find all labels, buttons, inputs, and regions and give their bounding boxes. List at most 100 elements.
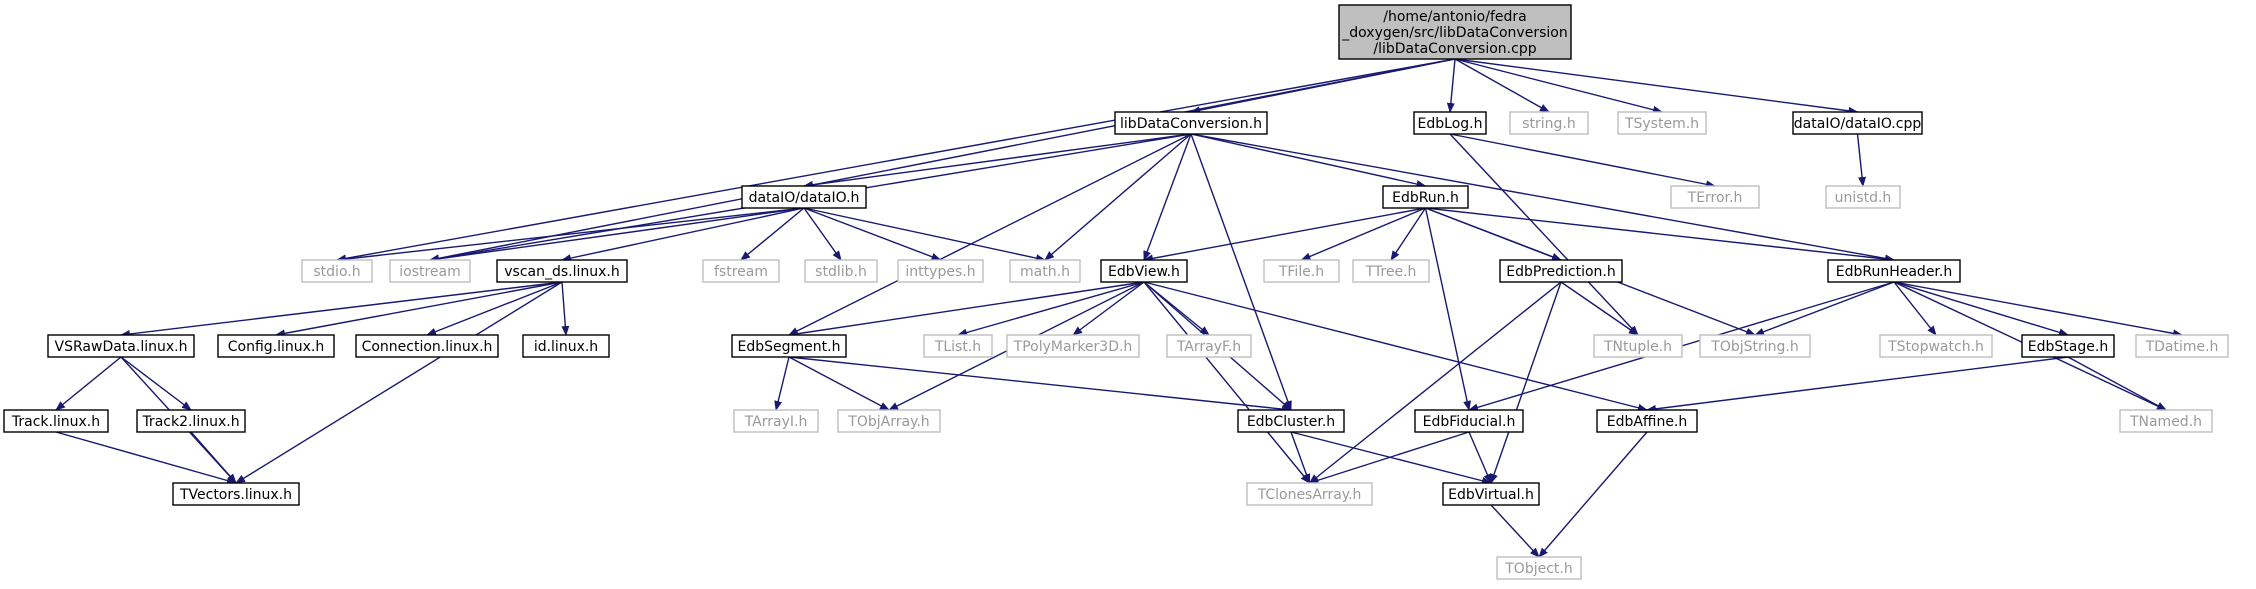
- edge-dataIO_h-to-math_h: [803, 207, 1046, 263]
- node-EdbPrediction_h[interactable]: EdbPrediction.h: [1499, 259, 1623, 283]
- node-box: [1509, 111, 1589, 135]
- edge-root-to-string_h: [1454, 58, 1550, 113]
- edge-EdbView_h-to-EdbSegment_h: [788, 281, 1145, 338]
- node-box: [522, 334, 610, 358]
- edge-vscan_ds-to-Config_h: [275, 281, 563, 338]
- node-box: [2119, 409, 2213, 433]
- node-label: Track.linux.h: [11, 414, 100, 430]
- node-Config_h[interactable]: Config.linux.h: [217, 334, 335, 358]
- node-box: [1617, 111, 1707, 135]
- edge-EdbStage_h-to-EdbAffine_h: [1646, 356, 2069, 413]
- node-EdbRunHeader_h[interactable]: EdbRunHeader.h: [1827, 259, 1961, 283]
- node-dataIO_h[interactable]: dataIO/dataIO.h: [741, 185, 867, 209]
- edge-dataIO_h-to-iostream: [429, 207, 805, 263]
- node-box: [1413, 111, 1487, 135]
- node-dataIO_cpp[interactable]: dataIO/dataIO.cpp: [1792, 111, 1923, 135]
- node-iostream: iostream: [389, 259, 471, 283]
- node-EdbAffine_h[interactable]: EdbAffine.h: [1596, 409, 1698, 433]
- node-box: [733, 409, 819, 433]
- nodes-layer: /home/antonio/fedra_doxygen/src/libDataC…: [3, 4, 2229, 580]
- node-label: unistd.h: [1835, 190, 1892, 206]
- node-label: _doxygen/src/libDataConversion: [1341, 25, 1567, 41]
- node-id_h[interactable]: id.linux.h: [522, 334, 610, 358]
- node-label: /libDataConversion.cpp: [1373, 41, 1536, 57]
- node-box: [1827, 259, 1961, 283]
- node-box: [136, 409, 246, 433]
- node-EdbVirtual_h[interactable]: EdbVirtual.h: [1442, 482, 1540, 506]
- node-math_h: math.h: [1009, 259, 1081, 283]
- edge-EdbFiducial_h-to-TClonesArray_h: [1308, 431, 1470, 485]
- node-box: [389, 259, 471, 283]
- edge-root-to-dataIO_cpp: [1454, 58, 1859, 115]
- edge-EdbPrediction_h-to-EdbVirtual_h: [1490, 281, 1562, 484]
- node-box: [2021, 334, 2115, 358]
- node-label: TNtuple.h: [1603, 339, 1672, 355]
- edge-EdbRunHeader_h-to-TDatime_h: [1893, 281, 2183, 338]
- edge-EdbRun_h-to-EdbView_h: [1143, 207, 1426, 263]
- node-Track_h[interactable]: Track.linux.h: [3, 409, 109, 433]
- node-libDataConversion_h[interactable]: libDataConversion.h: [1114, 111, 1268, 135]
- node-label: inttypes.h: [905, 264, 975, 280]
- node-label: TArrayF.h: [1176, 339, 1241, 355]
- node-label: math.h: [1020, 264, 1070, 280]
- edges-layer: [55, 58, 2183, 558]
- node-box: [1237, 409, 1345, 433]
- node-box: [804, 259, 878, 283]
- edge-EdbStage_h-to-TNamed_h: [2067, 356, 2167, 411]
- node-box: [1442, 482, 1540, 506]
- node-stdio_h: stdio.h: [301, 259, 373, 283]
- edge-libDataConversion_h-to-EdbSegment_h: [788, 133, 1192, 336]
- node-TPolyMarker3D_h: TPolyMarker3D.h: [1006, 334, 1140, 358]
- node-root[interactable]: /home/antonio/fedra_doxygen/src/libDataC…: [1338, 4, 1572, 60]
- edge-EdbSegment_h-to-TObjArray_h: [788, 356, 890, 411]
- node-box: [47, 334, 195, 358]
- node-TSystem_h: TSystem.h: [1617, 111, 1707, 135]
- node-label: EdbView.h: [1108, 264, 1180, 280]
- node-label: TObject.h: [1504, 561, 1572, 577]
- node-EdbView_h[interactable]: EdbView.h: [1100, 259, 1188, 283]
- edge-libDataConversion_h-to-math_h: [1044, 133, 1192, 261]
- edge-dataIO_h-to-stdio_h: [336, 207, 805, 263]
- node-label: dataIO/dataIO.cpp: [1794, 116, 1922, 132]
- edge-root-to-TSystem_h: [1454, 58, 1663, 114]
- node-EdbFiducial_h[interactable]: EdbFiducial.h: [1414, 409, 1524, 433]
- node-label: EdbVirtual.h: [1448, 487, 1534, 503]
- node-box: [172, 482, 300, 506]
- node-inttypes_h: inttypes.h: [897, 259, 984, 283]
- node-label: id.linux.h: [534, 339, 598, 355]
- node-box: [837, 409, 941, 433]
- edge-EdbCluster_h-to-TClonesArray_h: [1290, 431, 1311, 484]
- node-EdbRun_h[interactable]: EdbRun.h: [1382, 185, 1469, 209]
- node-box: [355, 334, 499, 358]
- node-Connection_h[interactable]: Connection.linux.h: [355, 334, 499, 358]
- node-box: [702, 259, 780, 283]
- node-unistd_h: unistd.h: [1825, 185, 1901, 209]
- node-VSRawData[interactable]: VSRawData.linux.h: [47, 334, 195, 358]
- edge-libDataConversion_h-to-EdbRun_h: [1190, 133, 1427, 188]
- node-EdbSegment_h[interactable]: EdbSegment.h: [731, 334, 847, 358]
- node-TList_h: TList.h: [923, 334, 993, 358]
- node-EdbLog_h[interactable]: EdbLog.h: [1413, 111, 1487, 135]
- node-TVectors_h[interactable]: TVectors.linux.h: [172, 482, 300, 506]
- edge-EdbSegment_h-to-EdbCluster_h: [788, 356, 1292, 414]
- node-box: [1352, 259, 1430, 283]
- node-label: iostream: [399, 264, 461, 280]
- node-TStopwatch_h: TStopwatch.h: [1879, 334, 1993, 358]
- edge-EdbFiducial_h-to-EdbVirtual_h: [1468, 431, 1492, 484]
- node-EdbCluster_h[interactable]: EdbCluster.h: [1237, 409, 1345, 433]
- edge-EdbVirtual_h-to-TObject_h: [1490, 504, 1540, 558]
- edge-EdbPrediction_h-to-TNtuple_h: [1560, 281, 1639, 336]
- node-label: EdbRun.h: [1392, 190, 1459, 206]
- edge-root-to-EdbLog_h: [1446, 58, 1456, 113]
- node-EdbStage_h[interactable]: EdbStage.h: [2021, 334, 2115, 358]
- edge-vscan_ds-to-TVectors_h: [235, 281, 563, 484]
- node-box: [923, 334, 993, 358]
- edge-EdbRunHeader_h-to-TStopwatch_h: [1893, 281, 1937, 336]
- node-box: [1006, 334, 1140, 358]
- node-box: [1499, 259, 1623, 283]
- node-label: TObjString.h: [1710, 339, 1798, 355]
- node-Track2_h[interactable]: Track2.linux.h: [136, 409, 246, 433]
- node-vscan_ds[interactable]: vscan_ds.linux.h: [496, 259, 628, 283]
- node-TClonesArray_h: TClonesArray.h: [1246, 482, 1373, 506]
